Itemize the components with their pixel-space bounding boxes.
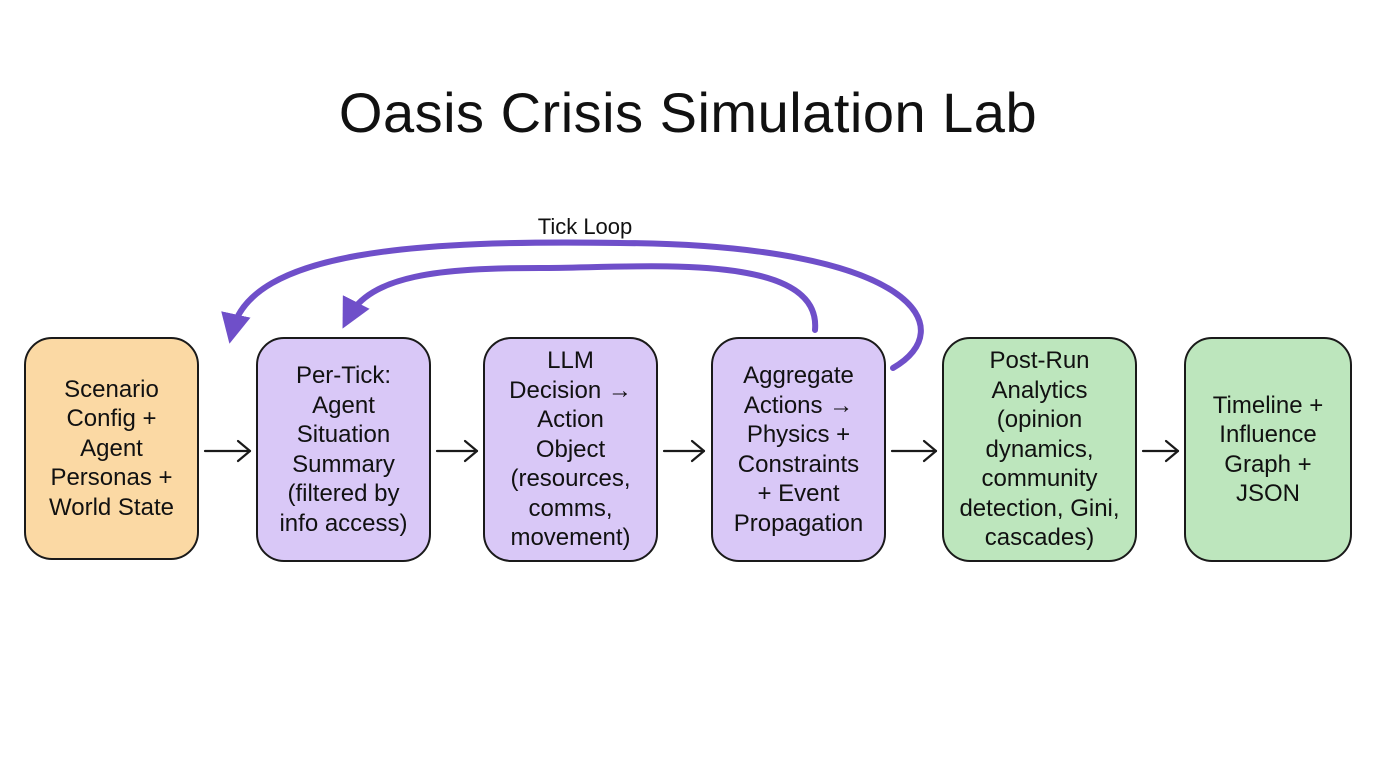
node-scenario-config: Scenario Config + Agent Personas + World… [24, 337, 199, 560]
flow-arrow-1 [203, 439, 252, 463]
flow-arrow-5 [1141, 439, 1180, 463]
node-per-tick-summary: Per-Tick: Agent Situation Summary (filte… [256, 337, 431, 562]
diagram-title: Oasis Crisis Simulation Lab [338, 81, 1038, 144]
loop-arrow-to-per-tick [342, 263, 819, 333]
node-llm-decision: LLM Decision → Action Object (resources,… [483, 337, 658, 562]
flow-arrow-3 [662, 439, 706, 463]
flow-arrow-4 [890, 439, 938, 463]
tick-loop-label: Tick Loop [537, 214, 633, 239]
loop-arrow-to-scenario [221, 239, 924, 371]
node-timeline-output: Timeline + Influence Graph + JSON [1184, 337, 1352, 562]
flow-arrow-2 [435, 439, 479, 463]
node-post-run-analytics: Post-Run Analytics (opinion dynamics, co… [942, 337, 1137, 562]
node-aggregate-actions: Aggregate Actions → Physics + Constraint… [711, 337, 886, 562]
